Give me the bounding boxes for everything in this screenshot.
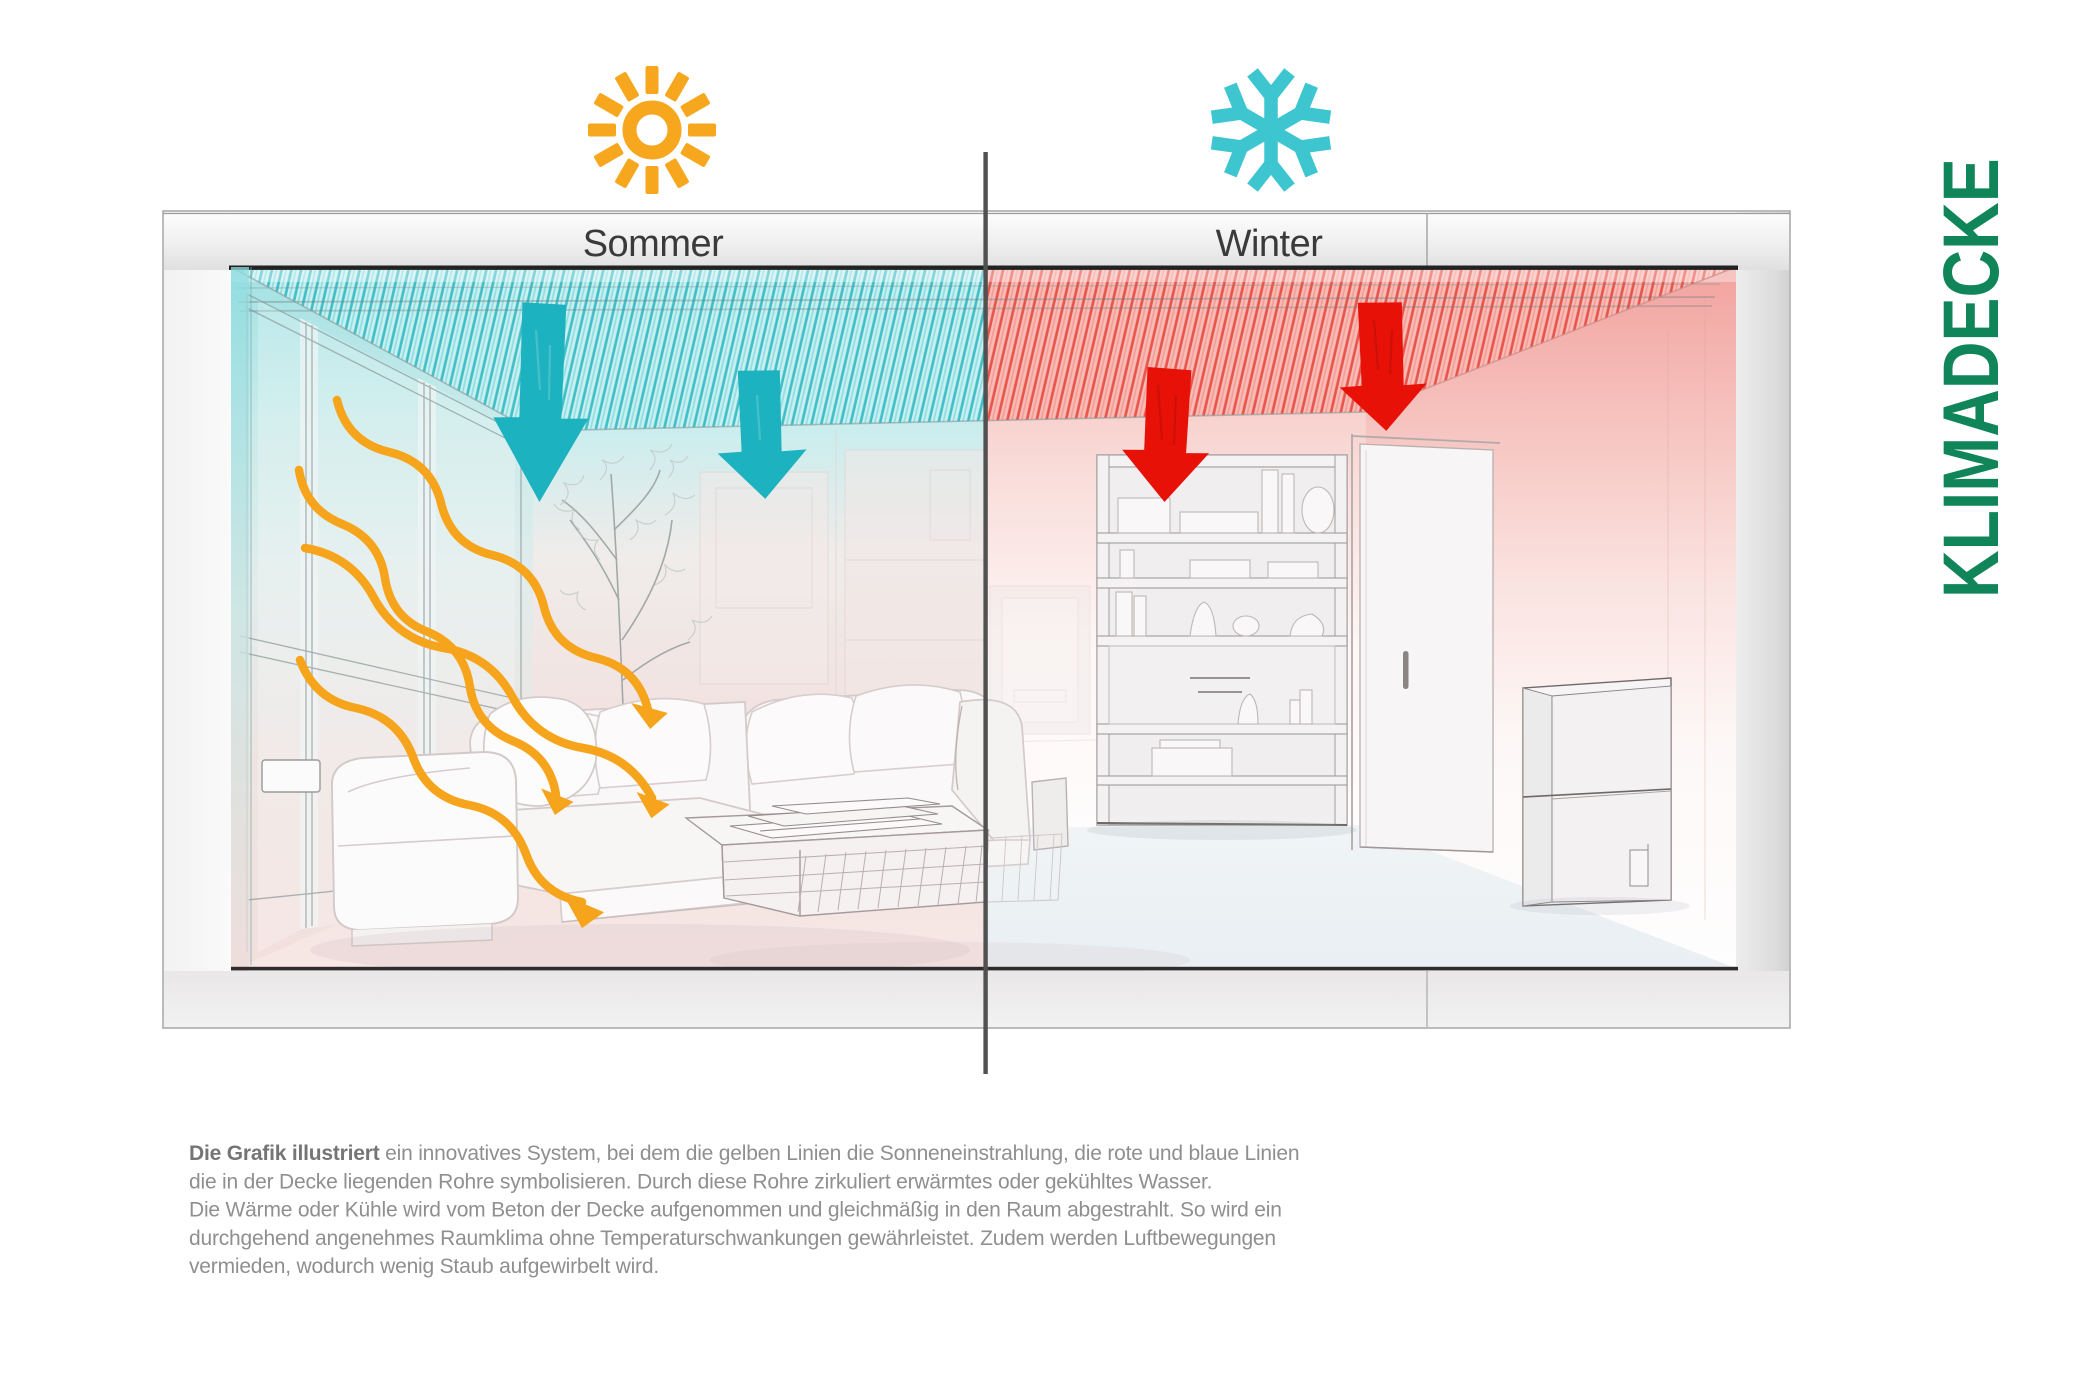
svg-text:die in der Decke liegenden Roh: die in der Decke liegenden Rohre symboli… — [189, 1170, 1212, 1193]
svg-text:Die Wärme oder Kühle wird vom: Die Wärme oder Kühle wird vom Beton der … — [189, 1199, 1282, 1222]
svg-text:Die Grafik illustriert ein inn: Die Grafik illustriert ein innovatives S… — [189, 1142, 1299, 1165]
svg-text:Winter: Winter — [1216, 223, 1324, 265]
svg-text:vermieden, wodurch wenig Staub: vermieden, wodurch wenig Staub aufgewirb… — [189, 1255, 659, 1278]
svg-text:durchgehend angenehmes Raumkli: durchgehend angenehmes Raumklima ohne Te… — [189, 1227, 1276, 1250]
svg-text:KLIMADECKE: KLIMADECKE — [1927, 158, 2015, 598]
svg-text:Sommer: Sommer — [583, 223, 724, 265]
